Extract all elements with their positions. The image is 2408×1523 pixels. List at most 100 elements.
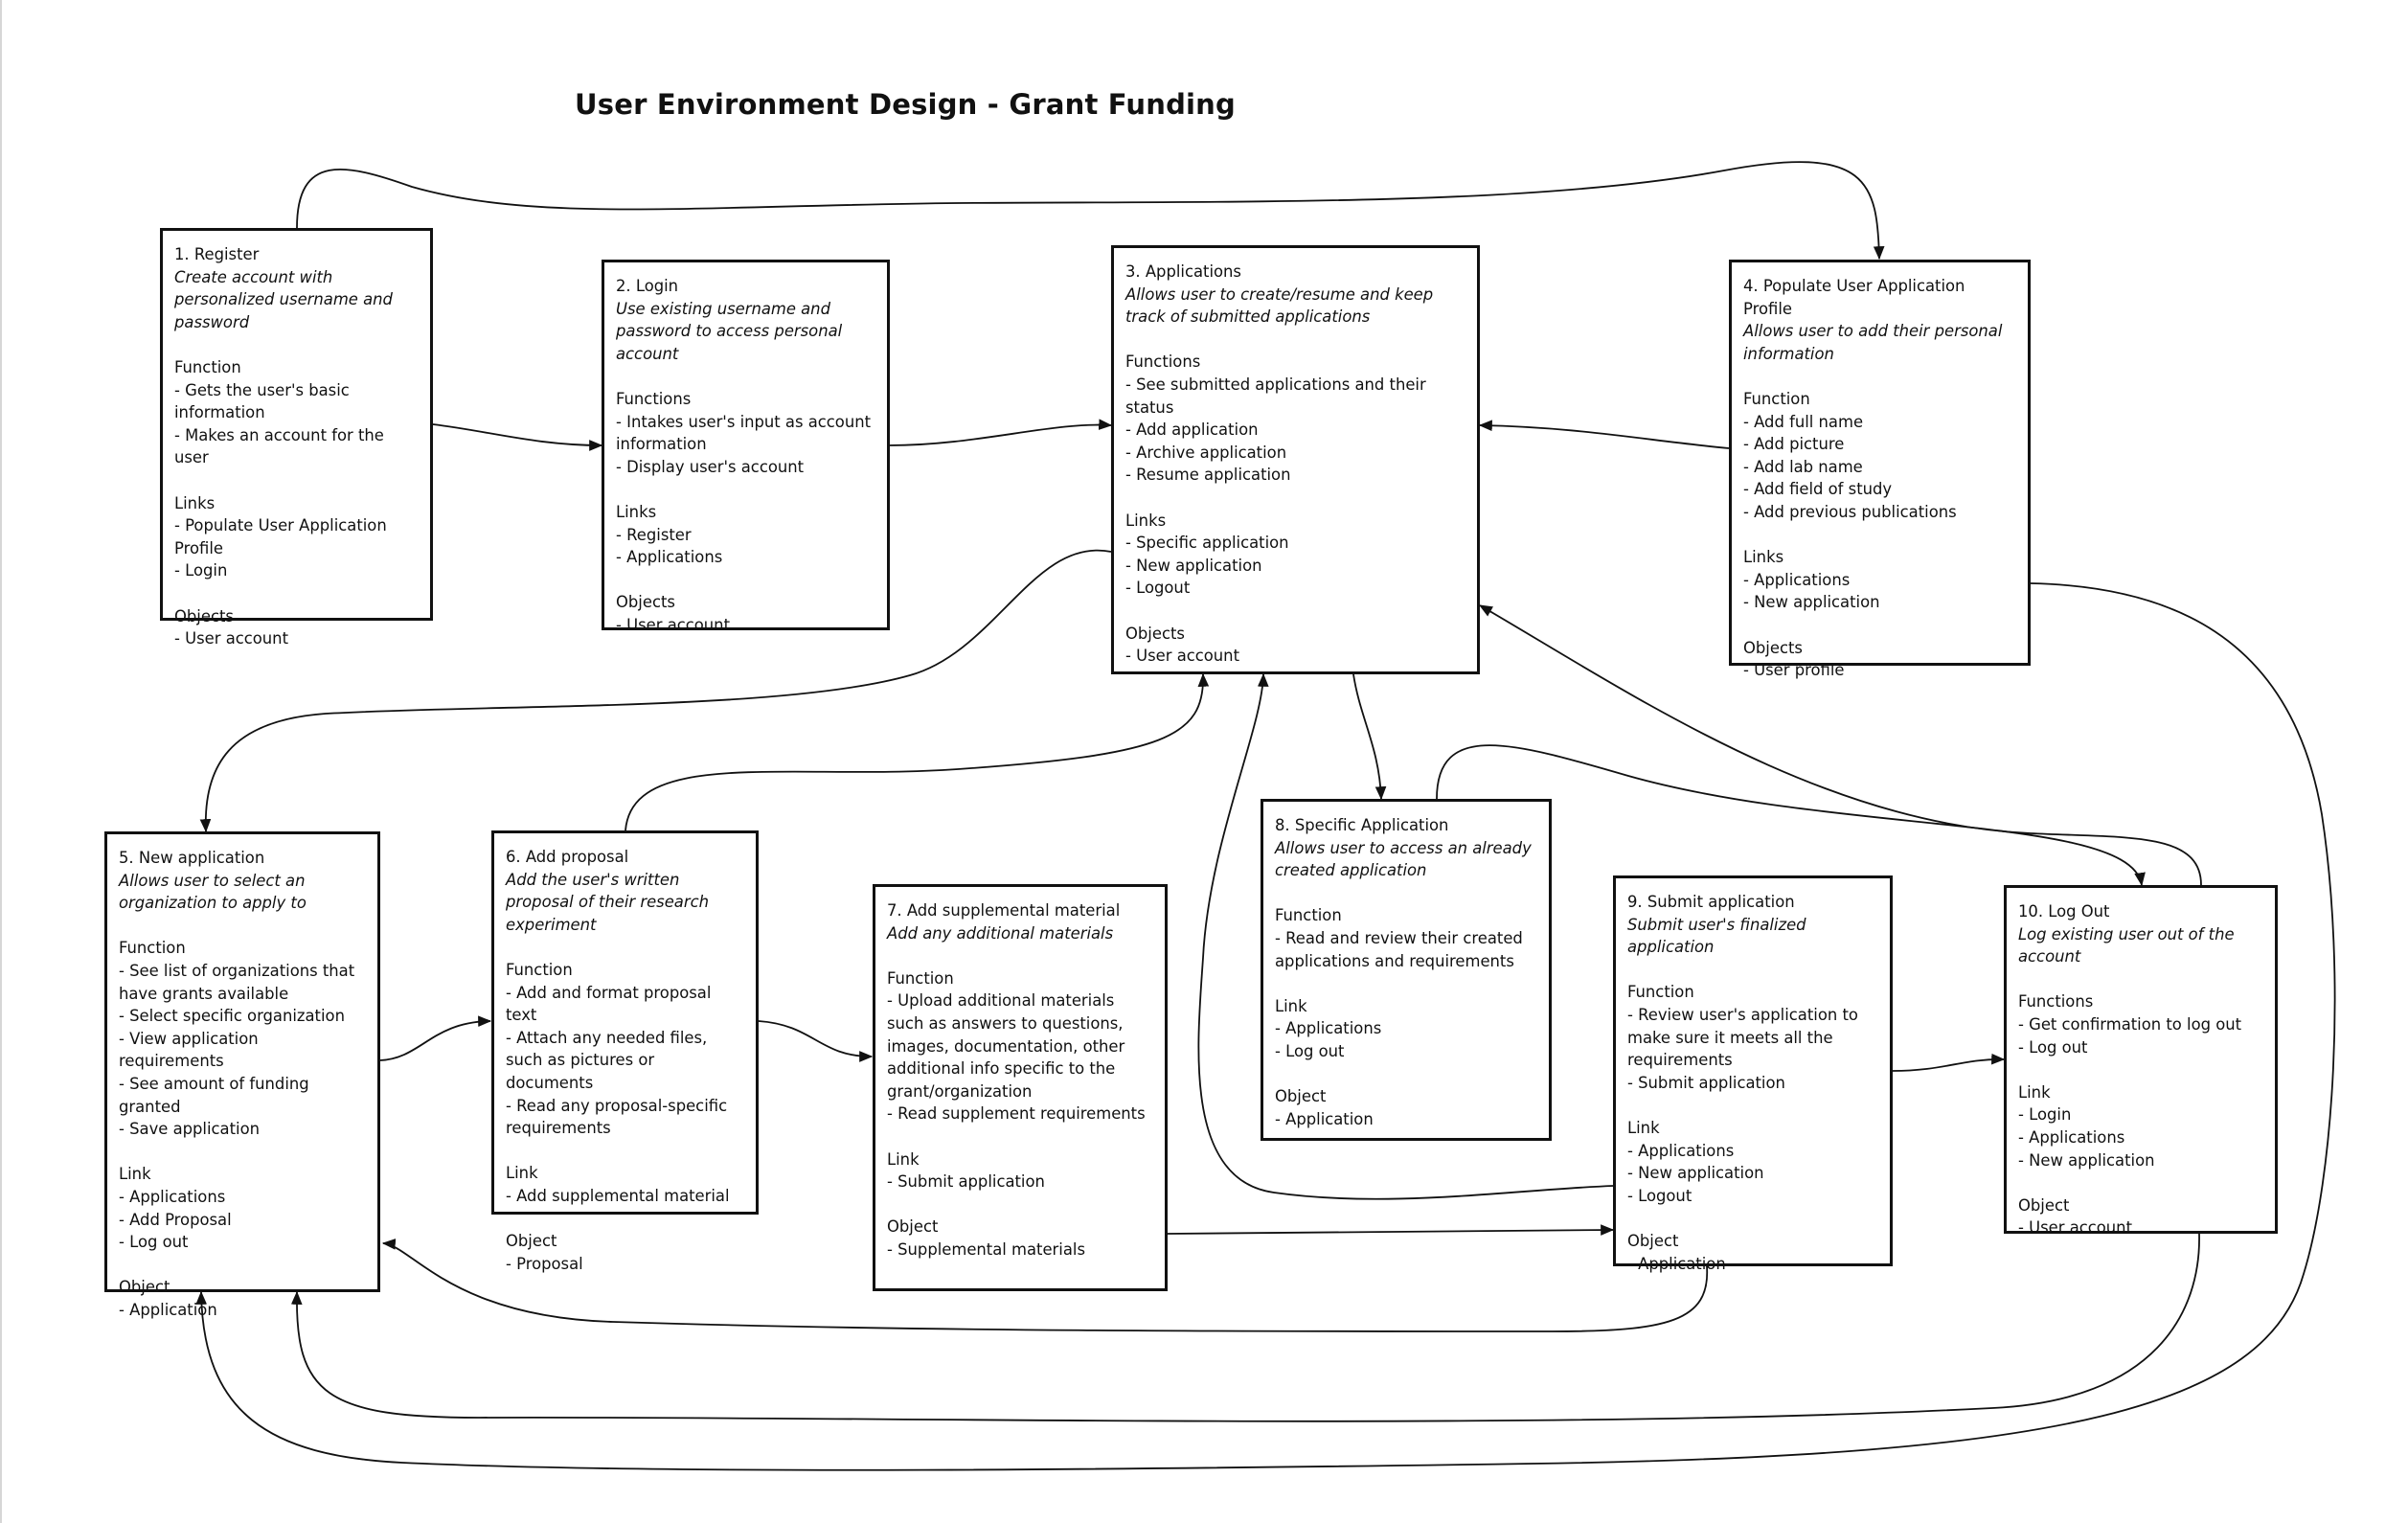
arrow-submit-to-logout [1892,1053,2006,1072]
section-heading: Objects [1125,624,1185,643]
section-heading: Links [1125,511,1167,530]
section-item: - Log out [2018,1037,2088,1057]
section-heading: Function [1275,906,1342,925]
section-heading: Objects [616,593,675,612]
arrow-register-to-profile [296,161,1885,261]
section-item: - User account [2018,1218,2132,1238]
section-heading: Link [506,1164,538,1183]
section-item: - Login [174,561,228,580]
box-title: 9. Submit application [1627,893,1795,911]
section-item: - Applications [1627,1141,1735,1160]
section-item: - Read and review their created applicat… [1275,928,1523,970]
section-heading: Function [506,960,573,979]
section-item: - Add previous publications [1743,502,1957,521]
box-description: Allows user to add their personal inform… [1743,322,2003,363]
box-description: Use existing username and password to ac… [616,299,843,363]
section-item: - Application [1275,1109,1374,1128]
section-item: - Add full name [1743,412,1864,431]
section-heading: Link [1627,1118,1660,1137]
section-heading: Functions [616,389,692,408]
section-heading: Object [1275,1087,1327,1106]
section-heading: Links [616,502,657,521]
box-description: Allows user to create/resume and keep tr… [1125,284,1434,327]
arrow-specific-to-logout [1436,744,2146,887]
arrow-logout-to-applications [1478,604,2202,886]
section-item: - Proposal [506,1254,583,1273]
section-item: - User account [174,629,288,648]
section-heading: Function [1743,389,1810,408]
section-item: - Add field of study [1743,480,1893,499]
section-item: - Add picture [1743,435,1845,454]
section-item: - User account [1125,647,1239,666]
section-item: - Submit application [1627,1073,1785,1092]
section-heading: Objects [174,606,234,625]
arrow-supplemental-to-submit [1167,1224,1615,1236]
section-item: - Applications [616,548,723,567]
section-item: - Display user's account [616,457,805,476]
box-title: 1. Register [174,245,260,263]
arrow-profile-to-new-application [195,582,2336,1471]
section-item: - Log out [1275,1041,1345,1060]
box-description: Submit user's finalized application [1627,915,1806,957]
section-heading: Object [887,1217,939,1237]
section-item: - Resume application [1125,466,1291,485]
arrow-register-login [420,417,603,451]
section-item: - New application [1627,1164,1764,1183]
box-description: Log existing user out of the account [2018,924,2235,966]
section-heading: Function [119,939,186,958]
arrow-applications-specific [1346,661,1387,801]
section-item: - Upload additional materials such as an… [887,991,1125,1101]
section-heading: Object [119,1278,170,1297]
section-item: - Intakes user's input as account inform… [616,412,872,454]
section-item: - Applications [1275,1019,1382,1038]
arrow-proposal-to-supplemental [758,1020,874,1062]
section-item: - Logout [1627,1186,1692,1205]
section-item: - Register [616,525,692,544]
arrow-applications-to-new-application [199,549,1112,833]
section-item: - Populate User Application Profile [174,516,387,557]
page-left-edge [0,0,2,1523]
arrow-submit-to-applications [1197,672,1614,1200]
section-item: - Attach any needed files, such as pictu… [506,1028,708,1092]
section-item: - Login [2018,1105,2072,1125]
section-heading: Functions [1125,352,1201,372]
section-item: - Archive application [1125,443,1287,462]
arrow-new-application-to-proposal [379,1015,492,1061]
section-item: - Supplemental materials [887,1239,1085,1259]
section-item: - Application [1627,1254,1726,1273]
section-heading: Links [1743,548,1784,567]
section-item: - See amount of funding granted [119,1074,309,1116]
section-item: - Add lab name [1743,457,1863,476]
section-item: - See list of organizations that have gr… [119,961,355,1003]
section-heading: Link [1275,996,1307,1015]
section-item: - Save application [119,1120,260,1139]
section-item: - Get confirmation to log out [2018,1014,2242,1034]
section-heading: Function [1627,983,1694,1002]
section-item: - Add and format proposal text [506,983,712,1025]
box-description: Create account with personalized usernam… [174,267,393,331]
section-item: - User profile [1743,661,1845,680]
section-item: - View application requirements [119,1029,259,1071]
box-title: 8. Specific Application [1275,816,1449,834]
arrow-profile-to-applications [1478,420,1730,449]
section-item: - New application [1125,556,1262,575]
arrow-login-to-applications [889,419,1113,446]
section-item: - Specific application [1125,534,1289,553]
arrow-logout-to-new-application [290,1233,2200,1422]
section-item: - Applications [1743,570,1851,589]
arrow-proposal-to-applications [625,672,1210,831]
section-item: - New application [1743,593,1880,612]
box-title: 6. Add proposal [506,848,629,866]
arrow-submit-to-new-application [381,1239,1709,1332]
section-heading: Object [2018,1195,2070,1215]
section-item: - Select specific organization [119,1007,345,1026]
box-title: 4. Populate User Application Profile [1743,277,1965,318]
